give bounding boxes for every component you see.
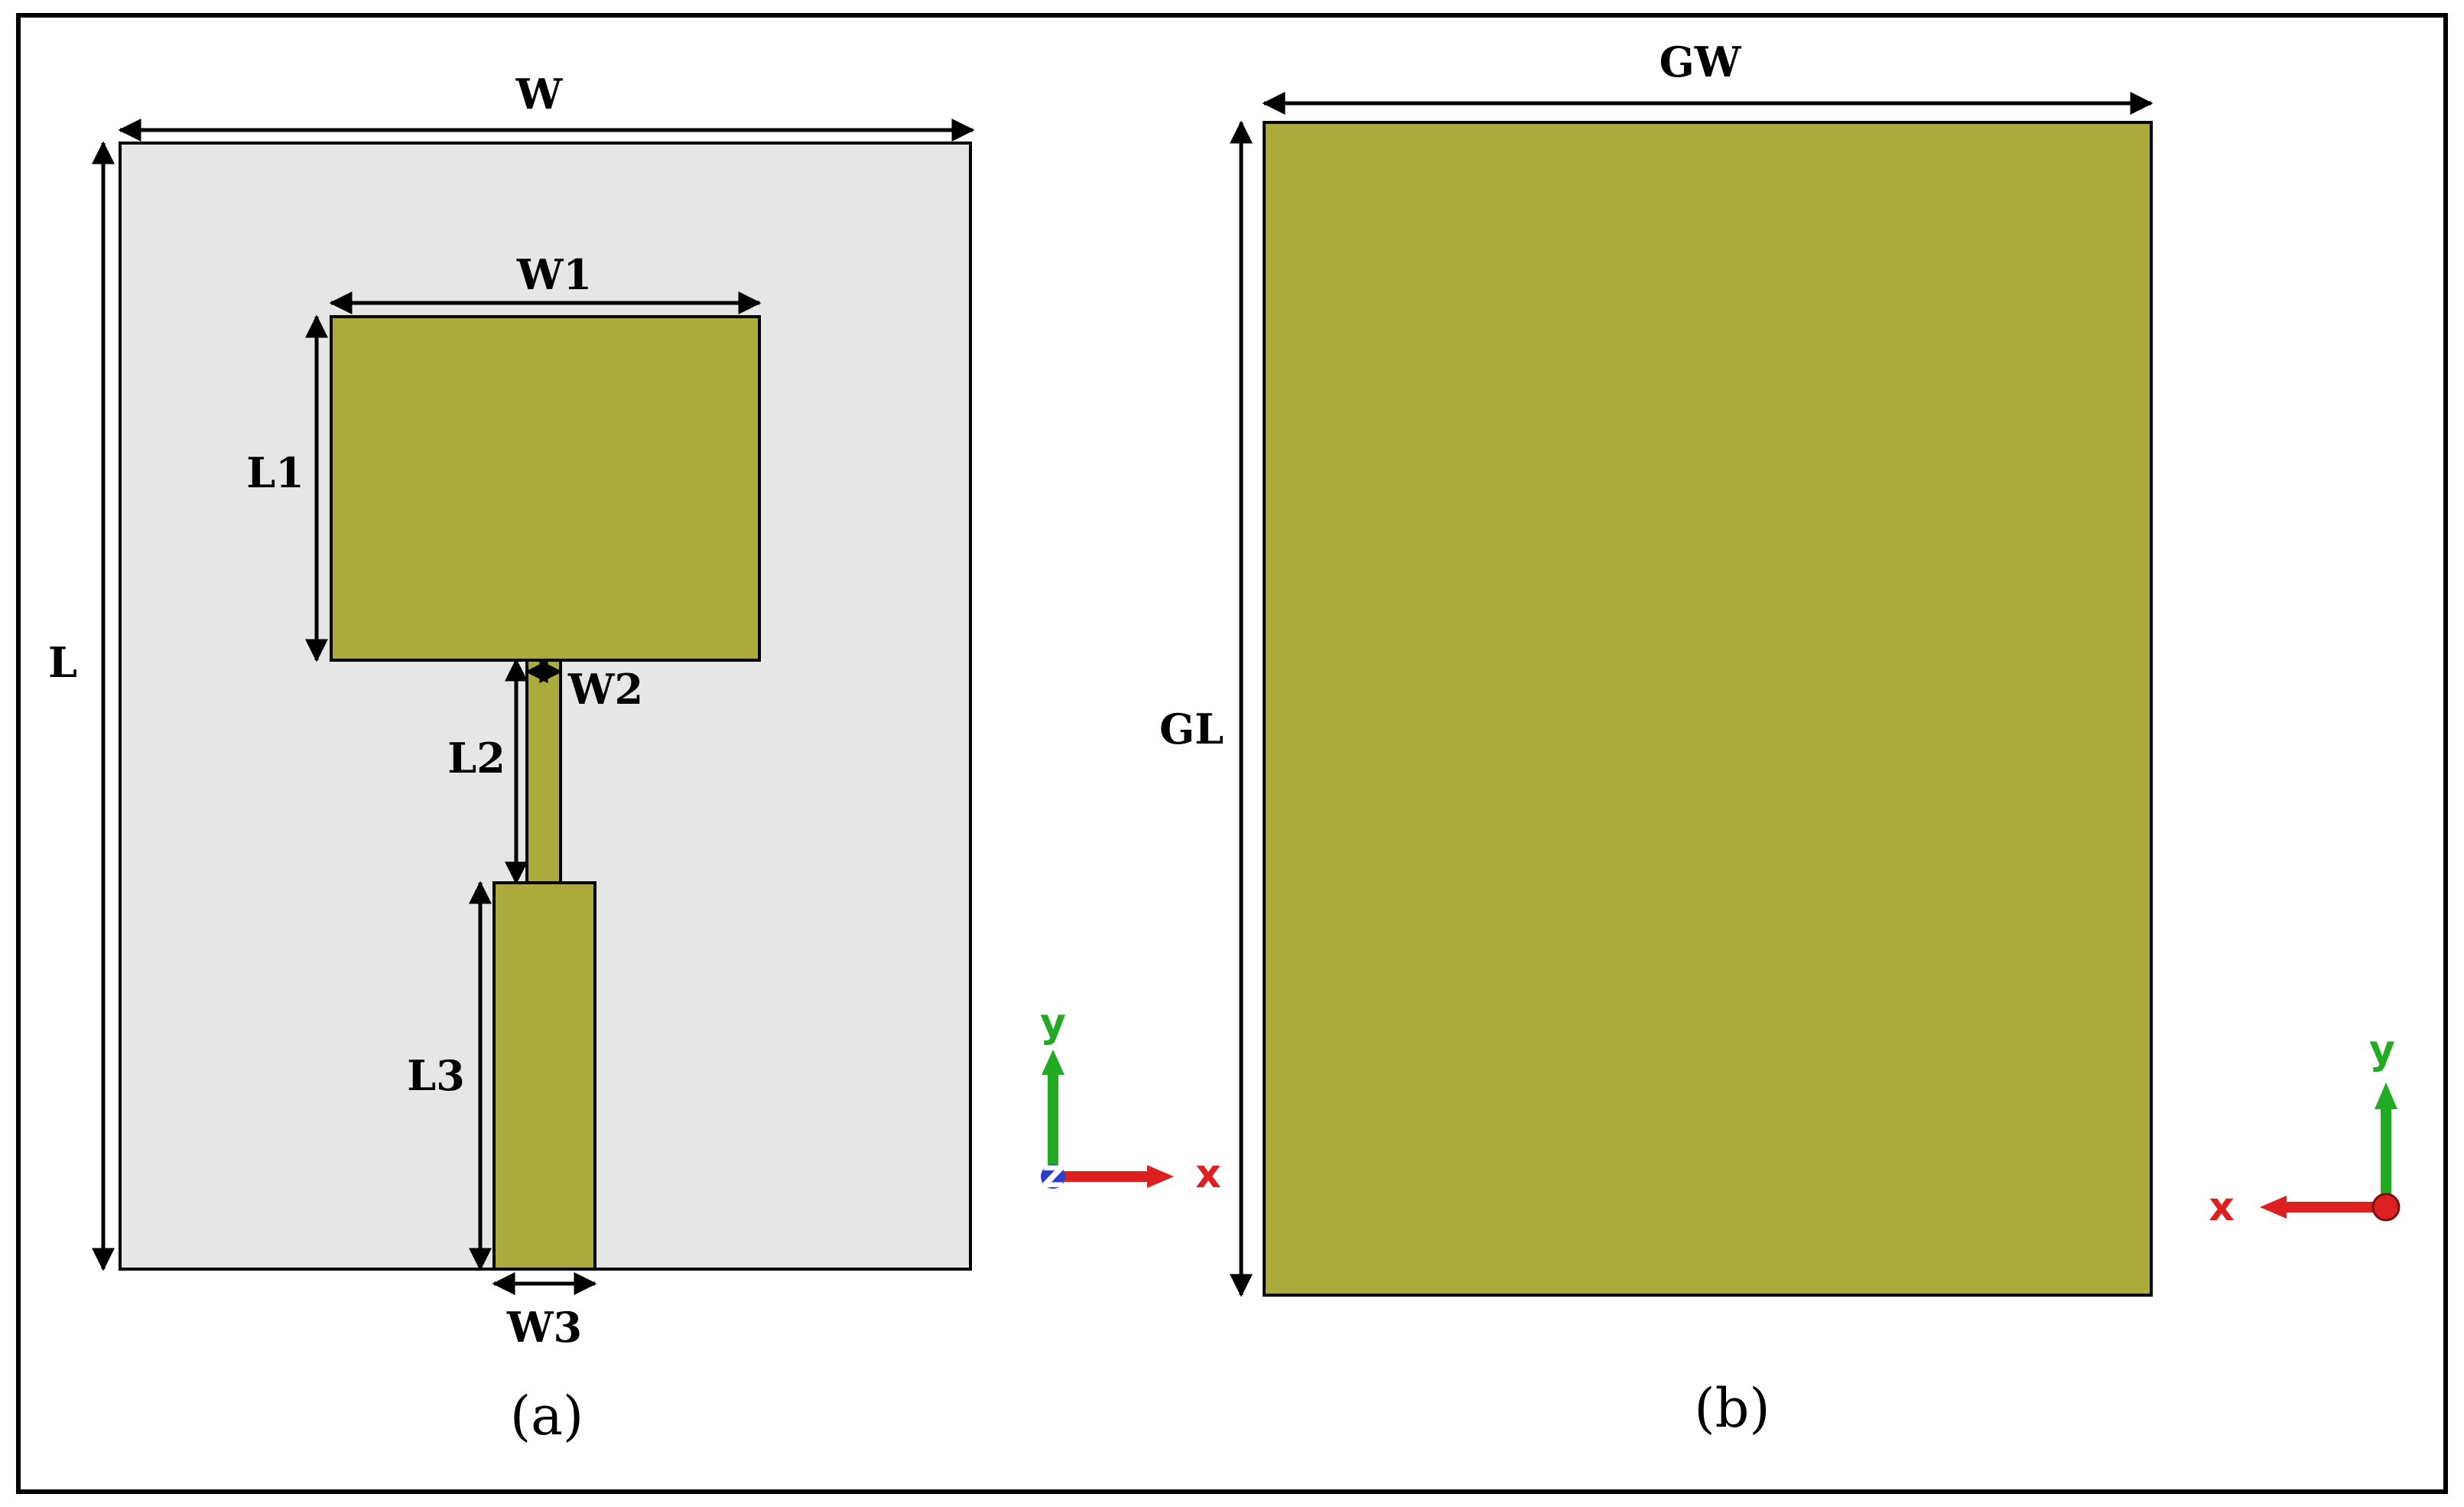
x-axis-arrowhead [2260,1196,2287,1219]
wide-feedline [492,881,596,1271]
label-L: L [48,638,77,687]
label-W2: W2 [567,665,643,714]
label-L1: L1 [246,448,304,497]
axis-label-x: x [2209,1184,2235,1230]
label-W1: W1 [516,250,592,299]
caption-b: (b) [1694,1377,1770,1440]
axis-label-z: z [1042,1151,1065,1197]
caption-a: (a) [510,1385,583,1447]
narrow-feedline [525,659,562,884]
label-W3: W3 [506,1303,582,1352]
z-axis-dot [1041,1164,1065,1189]
radiating-patch [330,315,761,662]
origin-dot [2371,1193,2401,1222]
label-GL: GL [1159,705,1224,754]
y-axis-arrowhead [2375,1082,2397,1109]
panel-a: W L W1 L1 W2 L2 L3 W3 (a) y [48,70,1221,1447]
label-L2: L2 [447,734,505,783]
ground-plane [1263,121,2153,1297]
label-L3: L3 [407,1051,465,1100]
y-axis-arrowhead [1042,1050,1065,1075]
axis-triad-b: y x [2209,1027,2401,1230]
label-GW: GW [1659,37,1742,86]
axis-triad-a: y x z [1040,1001,1221,1197]
panel-b: GW GL (b) y x [1159,37,2401,1440]
x-axis-arrowhead [1147,1165,1174,1188]
axis-label-x: x [1195,1151,1221,1197]
axis-label-y: y [2369,1027,2395,1073]
axis-label-y: y [1040,1001,1066,1046]
figure-frame [16,13,2448,1494]
label-W: W [515,70,564,119]
